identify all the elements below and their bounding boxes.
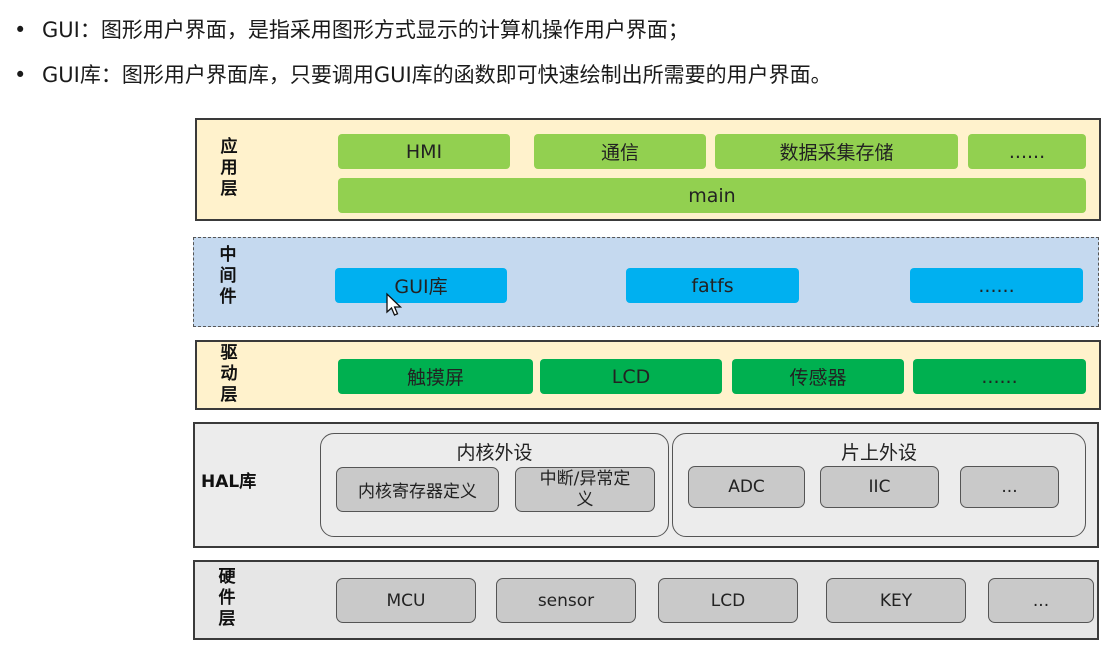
middleware-layer: 中 间 件 GUI库 fatfs ...... xyxy=(193,237,1099,327)
hardware-layer-label: 硬 件 层 xyxy=(218,567,236,629)
hal-core-peripherals-title: 内核外设 xyxy=(456,442,533,464)
mid-item-gui-lib: GUI库 xyxy=(335,268,507,303)
hw-item-sensor: sensor xyxy=(496,578,636,623)
mid-item-fatfs: fatfs xyxy=(626,268,799,303)
hw-item-mcu: MCU xyxy=(336,578,476,623)
bullet-dot: • xyxy=(14,63,27,87)
drv-item-touchscreen: 触摸屏 xyxy=(338,359,533,394)
driver-layer: 驱 动 层 触摸屏 LCD 传感器 ...... xyxy=(195,340,1101,410)
middleware-layer-label: 中 间 件 xyxy=(219,245,237,307)
drv-item-sensor: 传感器 xyxy=(732,359,904,394)
bullet-gui-lib: • GUI库：图形用户界面库，只要调用GUI库的函数即可快速绘制出所需要的用户界面… xyxy=(14,61,832,89)
application-layer: 应 用 层 HMI 通信 数据采集存储 ...... main xyxy=(195,118,1101,221)
hal-chip-iic: IIC xyxy=(820,466,939,508)
app-item-hmi: HMI xyxy=(338,134,510,169)
hal-core-peripherals-group: 内核外设 内核寄存器定义 中断/异常定 义 xyxy=(320,433,669,537)
hal-core-interrupts: 中断/异常定 义 xyxy=(515,467,655,512)
app-item-more: ...... xyxy=(968,134,1086,169)
app-item-comm: 通信 xyxy=(534,134,706,169)
hw-item-more: ... xyxy=(988,578,1094,623)
hal-chip-peripherals-title: 片上外设 xyxy=(840,442,917,464)
app-item-main: main xyxy=(338,178,1086,213)
hw-item-lcd: LCD xyxy=(658,578,798,623)
bullet-dot: • xyxy=(14,18,27,42)
mouse-cursor-icon xyxy=(386,292,403,316)
hw-item-key: KEY xyxy=(826,578,966,623)
drv-item-lcd: LCD xyxy=(540,359,722,394)
bullet-gui: • GUI：图形用户界面，是指采用图形方式显示的计算机操作用户界面； xyxy=(14,16,689,44)
bullet-gui-lib-text: GUI库：图形用户界面库，只要调用GUI库的函数即可快速绘制出所需要的用户界面。 xyxy=(42,63,832,87)
hal-chip-more: ... xyxy=(960,466,1059,508)
bullet-gui-text: GUI：图形用户界面，是指采用图形方式显示的计算机操作用户界面； xyxy=(42,18,689,42)
hal-core-registers: 内核寄存器定义 xyxy=(336,467,499,512)
hal-chip-peripherals-group: 片上外设 ADC IIC ... xyxy=(672,433,1086,537)
drv-item-more: ...... xyxy=(913,359,1086,394)
hal-layer-label: HAL库 xyxy=(201,472,257,492)
hardware-layer: 硬 件 层 MCU sensor LCD KEY ... xyxy=(193,560,1099,640)
hal-chip-adc: ADC xyxy=(688,466,805,508)
driver-layer-label: 驱 动 层 xyxy=(220,343,238,405)
hal-layer: HAL库 内核外设 内核寄存器定义 中断/异常定 义 片上外设 ADC IIC … xyxy=(193,422,1099,548)
application-layer-label: 应 用 层 xyxy=(220,137,238,199)
mid-item-more: ...... xyxy=(910,268,1083,303)
app-item-data-storage: 数据采集存储 xyxy=(715,134,958,169)
